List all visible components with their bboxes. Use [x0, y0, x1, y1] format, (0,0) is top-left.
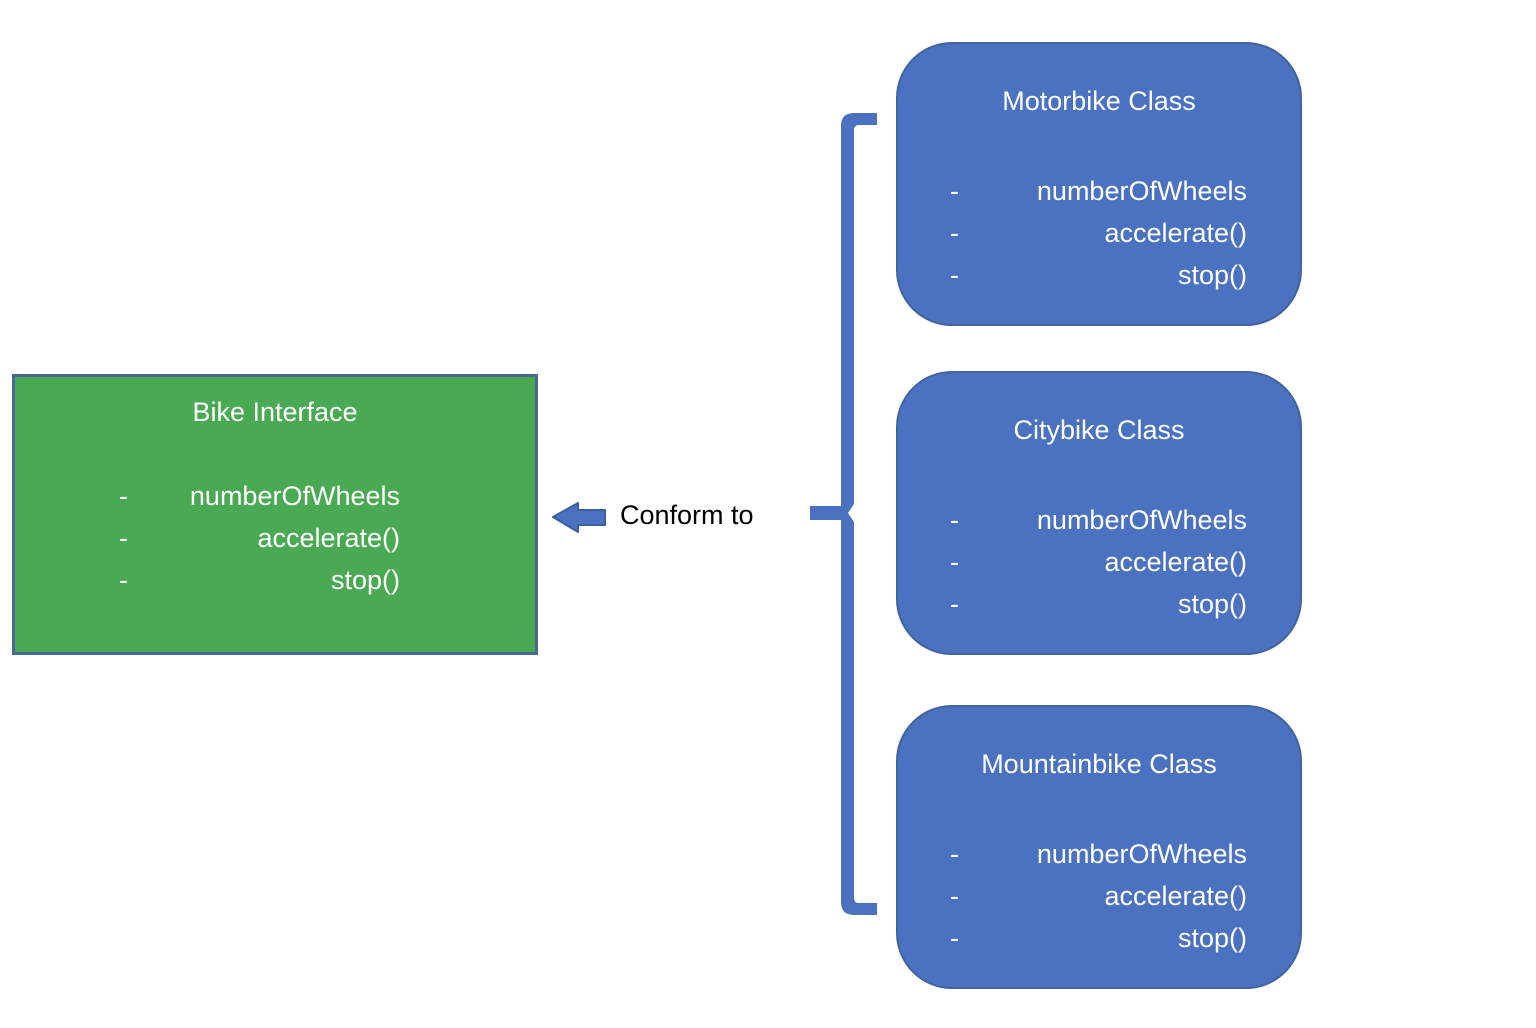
- citybike-class-box: Citybike Class - numberOfWheels - accele…: [896, 371, 1302, 655]
- member-row: - stop(): [119, 559, 400, 601]
- class-box-title: Mountainbike Class: [981, 749, 1217, 779]
- motorbike-class-box: Motorbike Class - numberOfWheels - accel…: [896, 42, 1302, 326]
- member-name: accelerate(): [257, 523, 400, 553]
- bullet-dash: -: [950, 218, 959, 248]
- member-name: stop(): [1177, 260, 1247, 290]
- member-name: stop(): [330, 565, 400, 595]
- member-name: accelerate(): [1104, 218, 1247, 248]
- member-name: numberOfWheels: [1036, 176, 1247, 206]
- class-box-title: Motorbike Class: [1002, 86, 1196, 116]
- class-member-list: - numberOfWheels - accelerate() - stop(): [950, 833, 1247, 959]
- member-row: - stop(): [950, 917, 1247, 959]
- interface-box-title: Bike Interface: [192, 397, 358, 427]
- relation-label: Conform to: [620, 500, 754, 530]
- bullet-dash: -: [950, 589, 959, 619]
- interface-member-list: - numberOfWheels - accelerate() - stop(): [119, 475, 400, 601]
- class-member-list: - numberOfWheels - accelerate() - stop(): [950, 499, 1247, 625]
- bullet-dash: -: [950, 176, 959, 206]
- member-row: - numberOfWheels: [950, 170, 1247, 212]
- member-row: - accelerate(): [950, 541, 1247, 583]
- member-row: - numberOfWheels: [950, 499, 1247, 541]
- member-name: numberOfWheels: [1036, 505, 1247, 535]
- member-row: - stop(): [950, 254, 1247, 296]
- member-name: stop(): [1177, 589, 1247, 619]
- grouping-brace: [810, 113, 877, 915]
- member-name: accelerate(): [1104, 881, 1247, 911]
- bullet-dash: -: [950, 881, 959, 911]
- bullet-dash: -: [950, 923, 959, 953]
- bullet-dash: -: [119, 565, 128, 595]
- bike-interface-box: Bike Interface - numberOfWheels - accele…: [12, 374, 538, 655]
- mountainbike-class-box: Mountainbike Class - numberOfWheels - ac…: [896, 705, 1302, 989]
- class-member-list: - numberOfWheels - accelerate() - stop(): [950, 170, 1247, 296]
- bullet-dash: -: [950, 547, 959, 577]
- member-row: - numberOfWheels: [950, 833, 1247, 875]
- member-row: - numberOfWheels: [119, 475, 400, 517]
- bullet-dash: -: [119, 523, 128, 553]
- member-name: numberOfWheels: [189, 481, 400, 511]
- member-name: stop(): [1177, 923, 1247, 953]
- conform-arrow-icon: [552, 502, 606, 533]
- member-name: numberOfWheels: [1036, 839, 1247, 869]
- bullet-dash: -: [950, 505, 959, 535]
- member-name: accelerate(): [1104, 547, 1247, 577]
- member-row: - accelerate(): [950, 875, 1247, 917]
- bullet-dash: -: [950, 839, 959, 869]
- member-row: - accelerate(): [950, 212, 1247, 254]
- bullet-dash: -: [119, 481, 128, 511]
- bullet-dash: -: [950, 260, 959, 290]
- member-row: - stop(): [950, 583, 1247, 625]
- member-row: - accelerate(): [119, 517, 400, 559]
- class-box-title: Citybike Class: [1013, 415, 1185, 445]
